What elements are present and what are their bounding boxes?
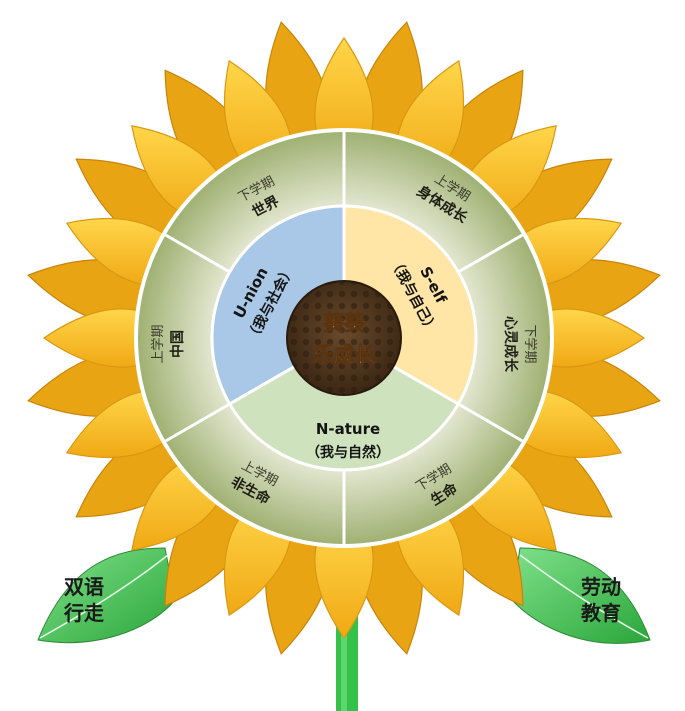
center-title-line1: 葵葵 xyxy=(322,311,366,335)
left-leaf-label-line2: 行走 xyxy=(63,601,104,625)
ring-divider xyxy=(163,401,233,444)
nature-title: N-ature xyxy=(316,420,380,438)
ring-divider xyxy=(455,401,525,444)
left-leaf-label-line1: 双语 xyxy=(64,575,104,599)
right-leaf xyxy=(511,547,651,644)
right-leaf-label-line2: 教育 xyxy=(581,601,621,625)
right-leaf-label-line1: 劳动 xyxy=(581,575,621,599)
ring-divider xyxy=(163,232,233,275)
ring-divider xyxy=(455,232,525,275)
nature-subtitle: （我与自然） xyxy=(306,444,390,461)
center-disc xyxy=(286,280,402,396)
outer-topic-mind: 心灵成长 xyxy=(502,316,519,373)
center-title-line2: 乐成长 xyxy=(313,343,377,367)
left-leaf xyxy=(37,547,176,644)
outer-term-mind: 下学期 xyxy=(522,324,538,363)
outer-term-china: 上学期 xyxy=(150,324,166,363)
ring-dividers xyxy=(163,130,525,546)
segment-nature[interactable] xyxy=(227,336,461,472)
outer-topic-china: 中国 xyxy=(169,330,186,358)
